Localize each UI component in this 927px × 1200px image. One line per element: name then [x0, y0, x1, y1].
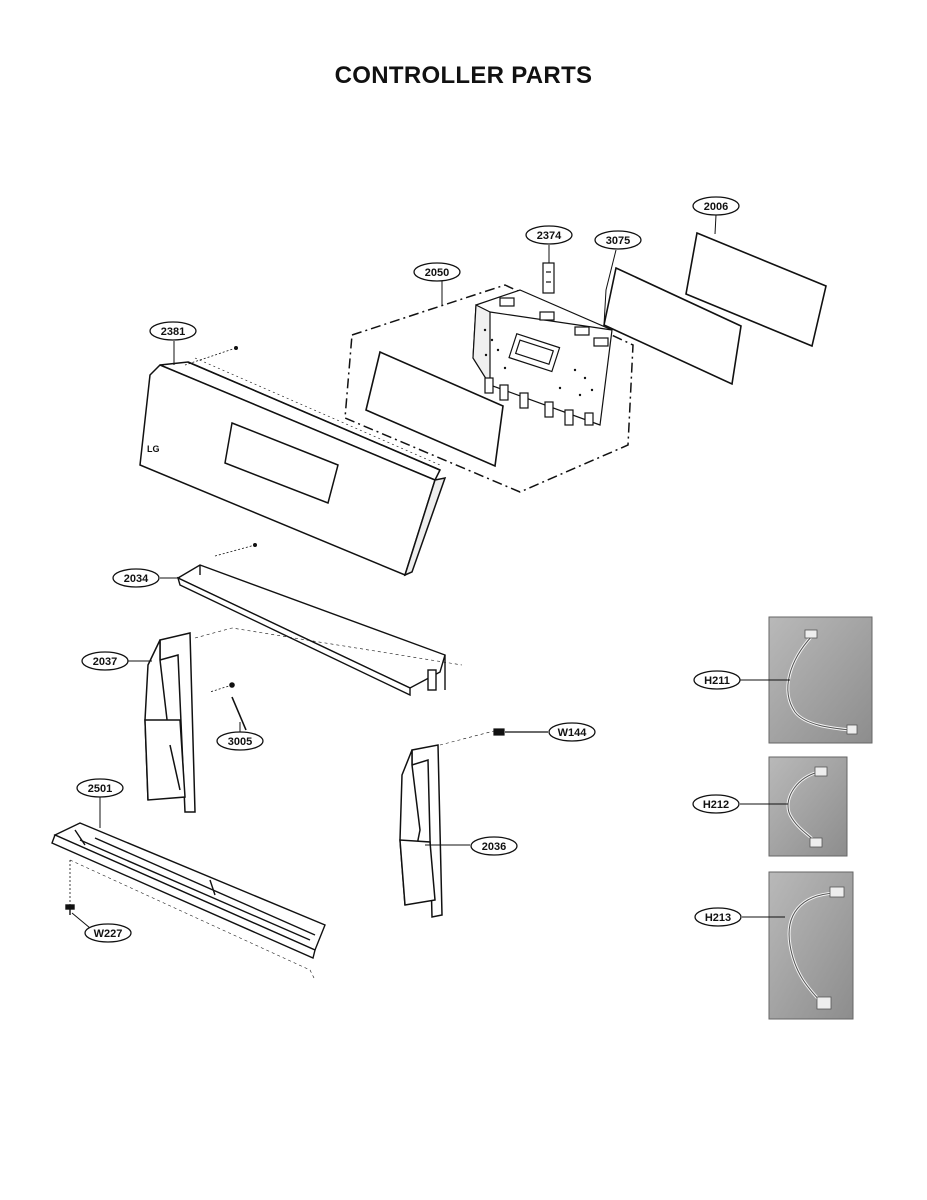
part-3075-sheet — [603, 266, 742, 386]
callout-W144: W144 — [548, 722, 596, 742]
part-2036-right-bracket — [399, 744, 443, 918]
callout-2006: 2006 — [692, 196, 740, 216]
callout-W227: W227 — [84, 923, 132, 943]
callout-label: 2374 — [537, 230, 562, 242]
callout-label: H212 — [703, 799, 729, 811]
callout-2381: 2381 — [149, 321, 197, 341]
callout-label: 2501 — [88, 783, 112, 795]
callout-label: 3075 — [606, 235, 630, 247]
callout-label: H213 — [705, 912, 731, 924]
callout-label: W144 — [558, 727, 588, 739]
part-2374-clip — [542, 262, 555, 294]
callout-label: 2036 — [482, 841, 506, 853]
panel-logo: LG — [147, 444, 160, 454]
part-2501-rail — [51, 822, 326, 959]
callout-label: 2006 — [704, 201, 728, 213]
callout-2050: 2050 — [413, 262, 461, 282]
callout-label: 3005 — [228, 736, 252, 748]
callout-2036: 2036 — [470, 836, 518, 856]
photo-H213 — [768, 871, 854, 1020]
part-2381-control-panel — [139, 361, 447, 577]
callout-label: 2034 — [124, 573, 149, 585]
callout-label: H211 — [704, 675, 730, 687]
callout-H211: H211 — [693, 670, 741, 690]
callout-label: W227 — [94, 928, 123, 940]
callout-H213: H213 — [694, 907, 742, 927]
part-W227-screw — [65, 904, 91, 929]
part-2034-bracket — [176, 564, 446, 697]
part-W144-screw — [493, 728, 548, 736]
part-2006-overlay — [685, 231, 827, 348]
callout-H212: H212 — [692, 794, 740, 814]
photo-H212 — [768, 756, 848, 857]
part-2050-assembly — [344, 284, 634, 493]
callout-label: 2037 — [93, 656, 117, 668]
part-2037-left-bracket — [144, 632, 196, 813]
callout-3075: 3075 — [594, 230, 642, 250]
part-3005-screw — [209, 682, 247, 731]
callout-label: 2050 — [425, 267, 449, 279]
callout-2034: 2034 — [112, 568, 160, 588]
callout-2374: 2374 — [525, 225, 573, 245]
page-title: CONTROLLER PARTS — [334, 62, 593, 89]
callout-2037: 2037 — [81, 651, 129, 671]
callout-label: 2381 — [161, 326, 185, 338]
callout-2501: 2501 — [76, 778, 124, 798]
callout-3005: 3005 — [216, 731, 264, 751]
